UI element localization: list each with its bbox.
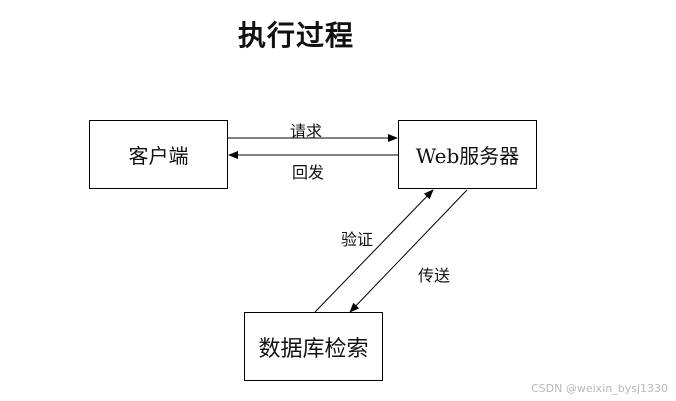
client-label: 客户端: [128, 144, 189, 168]
database-search-label: 数据库检索: [258, 336, 369, 362]
send-arrow: [349, 189, 468, 313]
client-node: 客户端: [89, 120, 228, 189]
database-search-node: 数据库检索: [244, 312, 383, 381]
watermark: CSDN @weixin_bysj1330: [531, 382, 668, 395]
send-label: 传送: [418, 266, 451, 285]
return-label: 回发: [292, 163, 325, 182]
web-server-label: Web服务器: [415, 144, 520, 168]
web-server-node: Web服务器: [398, 120, 537, 189]
verify-label: 验证: [341, 230, 374, 249]
verify-arrow: [314, 189, 434, 313]
diagram-title: 执行过程: [238, 19, 355, 52]
request-label: 请求: [290, 122, 323, 141]
